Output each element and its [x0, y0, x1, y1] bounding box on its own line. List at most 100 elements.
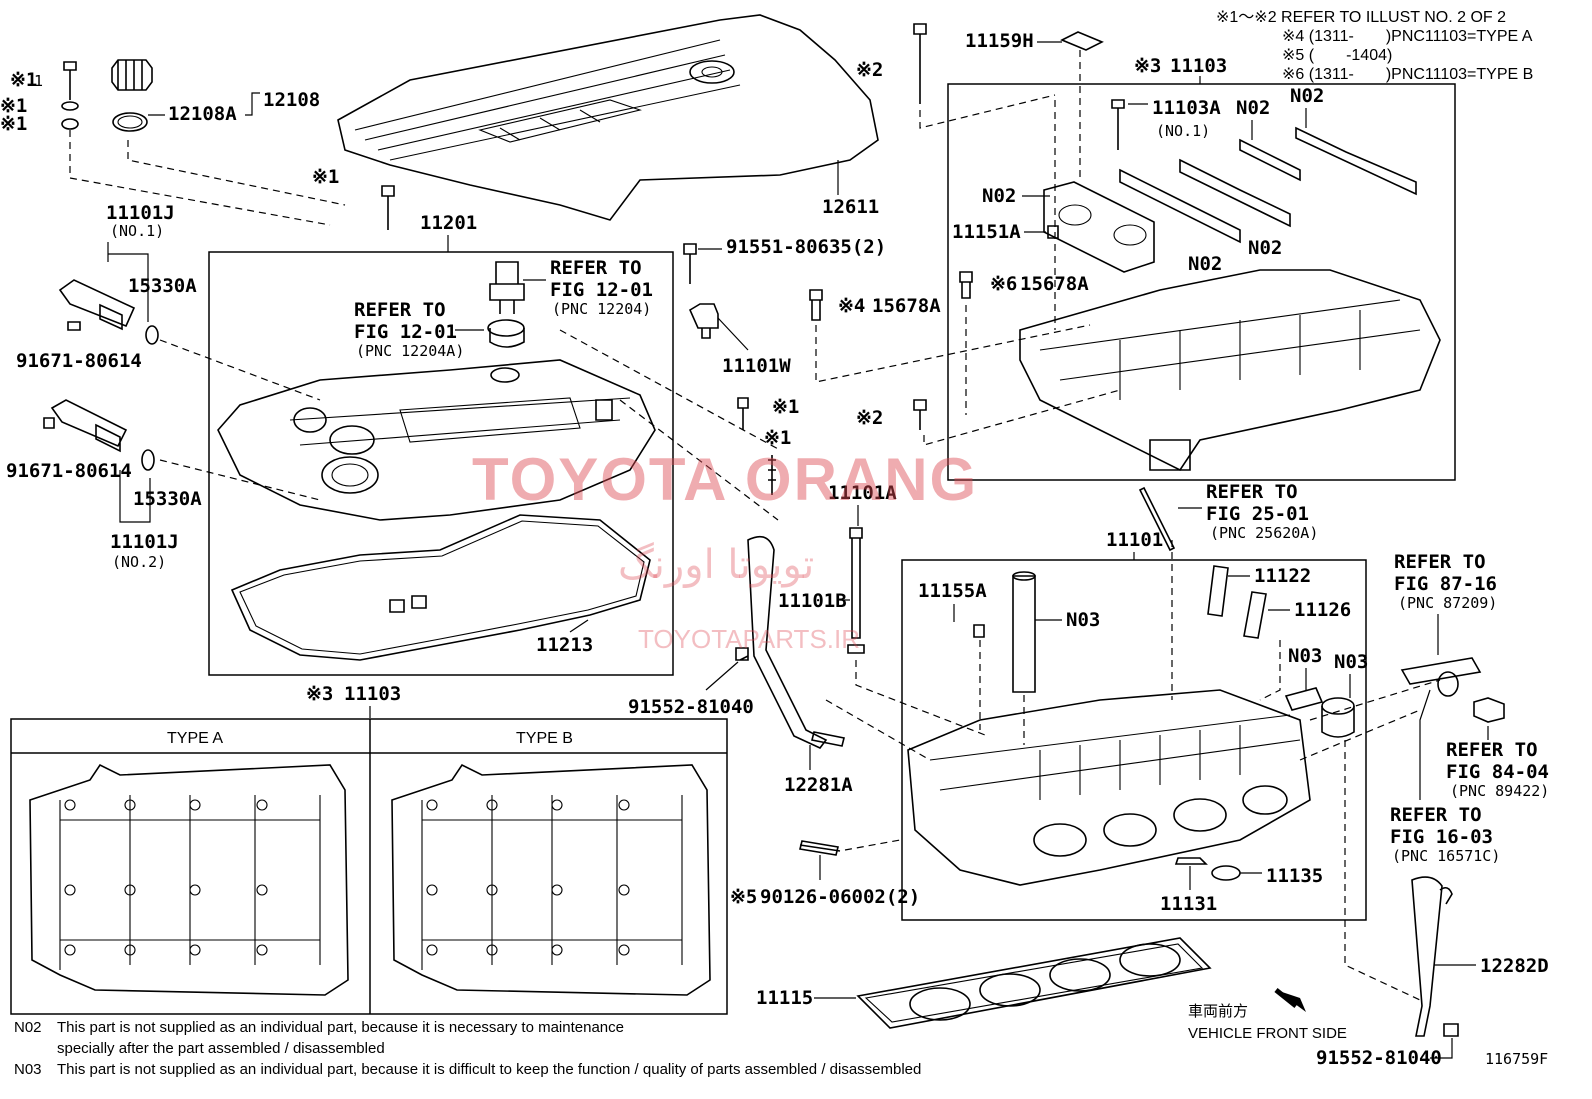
label-11103-top: 11103	[1170, 55, 1227, 77]
svg-text:N02: N02	[14, 1019, 42, 1036]
svg-text:This part is not supplied as a: This part is not supplied as an individu…	[57, 1019, 624, 1036]
refer-25620A: REFER TO FIG 25-01 (PNC 25620A)	[1206, 481, 1318, 542]
svg-text:(PNC 12204): (PNC 12204)	[552, 300, 651, 318]
svg-text:(PNC 87209): (PNC 87209)	[1398, 594, 1497, 612]
svg-text:1: 1	[34, 72, 43, 90]
header-note-1: ※1～※2 REFER TO ILLUST NO. 2 OF 2	[1216, 9, 1506, 26]
type-a-header: TYPE A	[167, 730, 223, 747]
mark-5: ※5	[730, 886, 757, 908]
watermark-line-3: TOYOTAPARTS.IR	[638, 624, 860, 654]
mark-1-a: ※1	[10, 69, 37, 91]
camshaft-housing-group-box	[947, 83, 1456, 481]
label-91671-80614-1: 91671-80614	[16, 350, 142, 372]
bolt-91551	[683, 243, 697, 284]
pin-11155a	[973, 624, 985, 638]
wire-bracket-12281a	[747, 535, 845, 749]
label-N02-e: N02	[1188, 253, 1222, 275]
label-N03-a: N03	[1066, 609, 1100, 631]
svg-text:(PNC 89422): (PNC 89422)	[1450, 782, 1549, 800]
label-11101J-1: 11101J	[106, 202, 175, 224]
label-15330A-1: 15330A	[128, 275, 197, 297]
mark-3-b: ※3	[306, 683, 333, 705]
label-no1-b: (NO.1)	[1156, 122, 1210, 140]
label-N02-d: N02	[1248, 237, 1282, 259]
svg-text:REFER TO: REFER TO	[354, 299, 446, 321]
svg-text:(PNC 16571C): (PNC 16571C)	[1392, 847, 1500, 865]
refer-12204A: REFER TO FIG 12-01 (PNC 12204A)	[354, 299, 464, 360]
svg-text:FIG 12-01: FIG 12-01	[354, 321, 457, 343]
label-11115: 11115	[756, 987, 813, 1009]
svg-text:(PNC 25620A): (PNC 25620A)	[1210, 524, 1318, 542]
watermark-line-1: TOYOTA ORANG	[472, 446, 978, 513]
header-notes: ※1～※2 REFER TO ILLUST NO. 2 OF 2 ※4 (131…	[1216, 9, 1533, 83]
mark-2-b: ※2	[856, 407, 883, 429]
svg-text:REFER TO: REFER TO	[550, 257, 642, 279]
plug-seal	[1437, 671, 1459, 697]
label-11131: 11131	[1160, 893, 1217, 915]
mark-1-d: ※1	[312, 166, 339, 188]
label-N02-b: N02	[1290, 85, 1324, 107]
svg-text:FIG 12-01: FIG 12-01	[550, 279, 653, 301]
label-11159H: 11159H	[965, 30, 1034, 52]
label-15330A-2: 15330A	[133, 488, 202, 510]
temp-sensor	[1473, 697, 1505, 723]
engine-cover-part	[337, 14, 879, 221]
footnotes: N02 This part is not supplied as an indi…	[14, 1019, 921, 1078]
svg-text:This part is not supplied as a: This part is not supplied as an individu…	[57, 1061, 921, 1078]
bolt-91552-b	[1443, 1023, 1459, 1037]
stud-15678a	[809, 289, 823, 321]
cylinder-head-part	[907, 689, 1311, 886]
svg-text:REFER TO: REFER TO	[1206, 481, 1298, 503]
mark-6: ※6	[990, 273, 1017, 295]
svg-text:FIG 25-01: FIG 25-01	[1206, 503, 1309, 525]
seal-11135	[1211, 865, 1241, 881]
direction-en: VEHICLE FRONT SIDE	[1188, 1025, 1347, 1042]
cam-sensor-11101w	[688, 303, 719, 339]
wire-bracket-12282d	[1411, 876, 1453, 1037]
cam-bearing-caps	[1043, 126, 1417, 273]
bolt-washer-stack	[61, 61, 79, 130]
pcv-valve-part	[487, 261, 525, 348]
type-a-housing	[29, 763, 349, 996]
label-N03-c: N03	[1334, 651, 1368, 673]
label-11135: 11135	[1266, 865, 1323, 887]
label-15678A-1: 15678A	[872, 295, 941, 317]
label-11101W: 11101W	[722, 355, 791, 377]
refer-87209: REFER TO FIG 87-16 (PNC 87209)	[1394, 551, 1497, 612]
label-11201: 11201	[420, 212, 477, 234]
svg-text:specially after the part assem: specially after the part assembled / dis…	[57, 1040, 385, 1057]
guide-11122	[1207, 565, 1229, 617]
svg-text:N03: N03	[14, 1061, 42, 1078]
watermark: TOYOTA ORANG تويوتا اورنگ TOYOTAPARTS.IR	[472, 446, 978, 654]
figure-number: 116759F	[1485, 1050, 1548, 1068]
label-no2: (NO.2)	[112, 553, 166, 571]
label-N02-c: N02	[982, 185, 1016, 207]
label-12282D: 12282D	[1480, 955, 1549, 977]
type-b-housing	[391, 763, 711, 996]
label-N03-b: N03	[1288, 645, 1322, 667]
label-91671-80614-2: 91671-80614	[6, 460, 132, 482]
label-12611: 12611	[822, 196, 879, 218]
label-no1: (NO.1)	[110, 222, 164, 240]
cylinder-head-group-box	[901, 559, 1367, 921]
mark-1-b: ※1	[0, 95, 27, 117]
valve-guide-tube	[1012, 571, 1036, 693]
head-gasket-part	[856, 937, 1212, 1029]
label-11151A: 11151A	[952, 221, 1021, 243]
gasket-11131	[1174, 857, 1208, 865]
mark-4: ※4	[838, 295, 865, 317]
svg-text:FIG 87-16: FIG 87-16	[1394, 573, 1497, 595]
svg-text:FIG 16-03: FIG 16-03	[1390, 826, 1493, 848]
svg-text:REFER TO: REFER TO	[1390, 804, 1482, 826]
label-11122: 11122	[1254, 565, 1311, 587]
label-12281A: 12281A	[784, 774, 853, 796]
direction-jp: 車両前方	[1188, 1003, 1248, 1020]
bolt-11101a	[847, 527, 865, 654]
stud-15678a-b	[959, 271, 973, 299]
label-11213: 11213	[536, 634, 593, 656]
cover-plate-11159h	[1060, 31, 1104, 51]
head-cover-group-box	[208, 251, 674, 676]
label-12108: 12108	[263, 89, 320, 111]
guide-11126	[1243, 591, 1267, 639]
